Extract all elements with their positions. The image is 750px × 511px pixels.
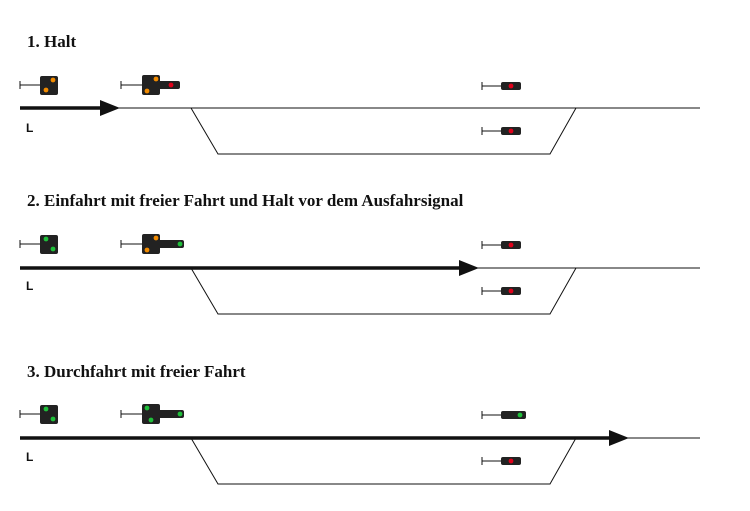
signal-light <box>153 76 159 82</box>
signal-light <box>177 241 183 247</box>
signal-light <box>508 128 514 134</box>
signal-light <box>144 88 150 94</box>
entry-signal <box>120 75 180 95</box>
track-label: L <box>26 279 33 293</box>
signal-light <box>43 236 49 242</box>
signal-light <box>50 77 56 83</box>
exit-signal-main <box>481 411 526 419</box>
signal-light <box>508 242 514 248</box>
distant-signal <box>19 235 58 254</box>
track-label: L <box>26 121 33 135</box>
signal-light <box>153 235 159 241</box>
entry-signal <box>120 404 184 424</box>
signal-light <box>508 458 514 464</box>
signal-light <box>43 87 49 93</box>
signal-light <box>50 416 56 422</box>
scenario-3-diagram: L <box>19 404 700 485</box>
entry-signal <box>120 234 184 254</box>
signal-light <box>168 82 174 88</box>
signal-light <box>508 288 514 294</box>
scenario-3-title: 3. Durchfahrt mit freier Fahrt <box>27 362 246 381</box>
exit-signal-siding <box>481 287 521 295</box>
scenario-2-title: 2. Einfahrt mit freier Fahrt und Halt vo… <box>27 191 464 210</box>
siding-track <box>190 107 577 155</box>
distant-signal <box>19 76 58 95</box>
exit-signal-main <box>481 82 521 90</box>
signal-light <box>43 406 49 412</box>
scenario-1-diagram: L <box>19 75 700 155</box>
exit-signal-siding <box>481 127 521 135</box>
siding-track <box>190 267 577 315</box>
exit-signal-siding <box>481 457 521 465</box>
route-arrow-head <box>100 100 120 116</box>
route-arrow-head <box>609 430 629 446</box>
exit-signal-main <box>481 241 521 249</box>
signal-light <box>177 411 183 417</box>
signal-light <box>148 417 154 423</box>
siding-track <box>190 437 577 485</box>
distant-signal <box>19 405 58 424</box>
track-label: L <box>26 450 33 464</box>
route-arrow-head <box>459 260 479 276</box>
signal-light <box>144 247 150 253</box>
signal-light <box>517 412 523 418</box>
signal-light <box>144 405 150 411</box>
signal-light <box>508 83 514 89</box>
signal-light <box>50 246 56 252</box>
scenario-1-title: 1. Halt <box>27 32 77 51</box>
scenario-2-diagram: L <box>19 234 700 315</box>
